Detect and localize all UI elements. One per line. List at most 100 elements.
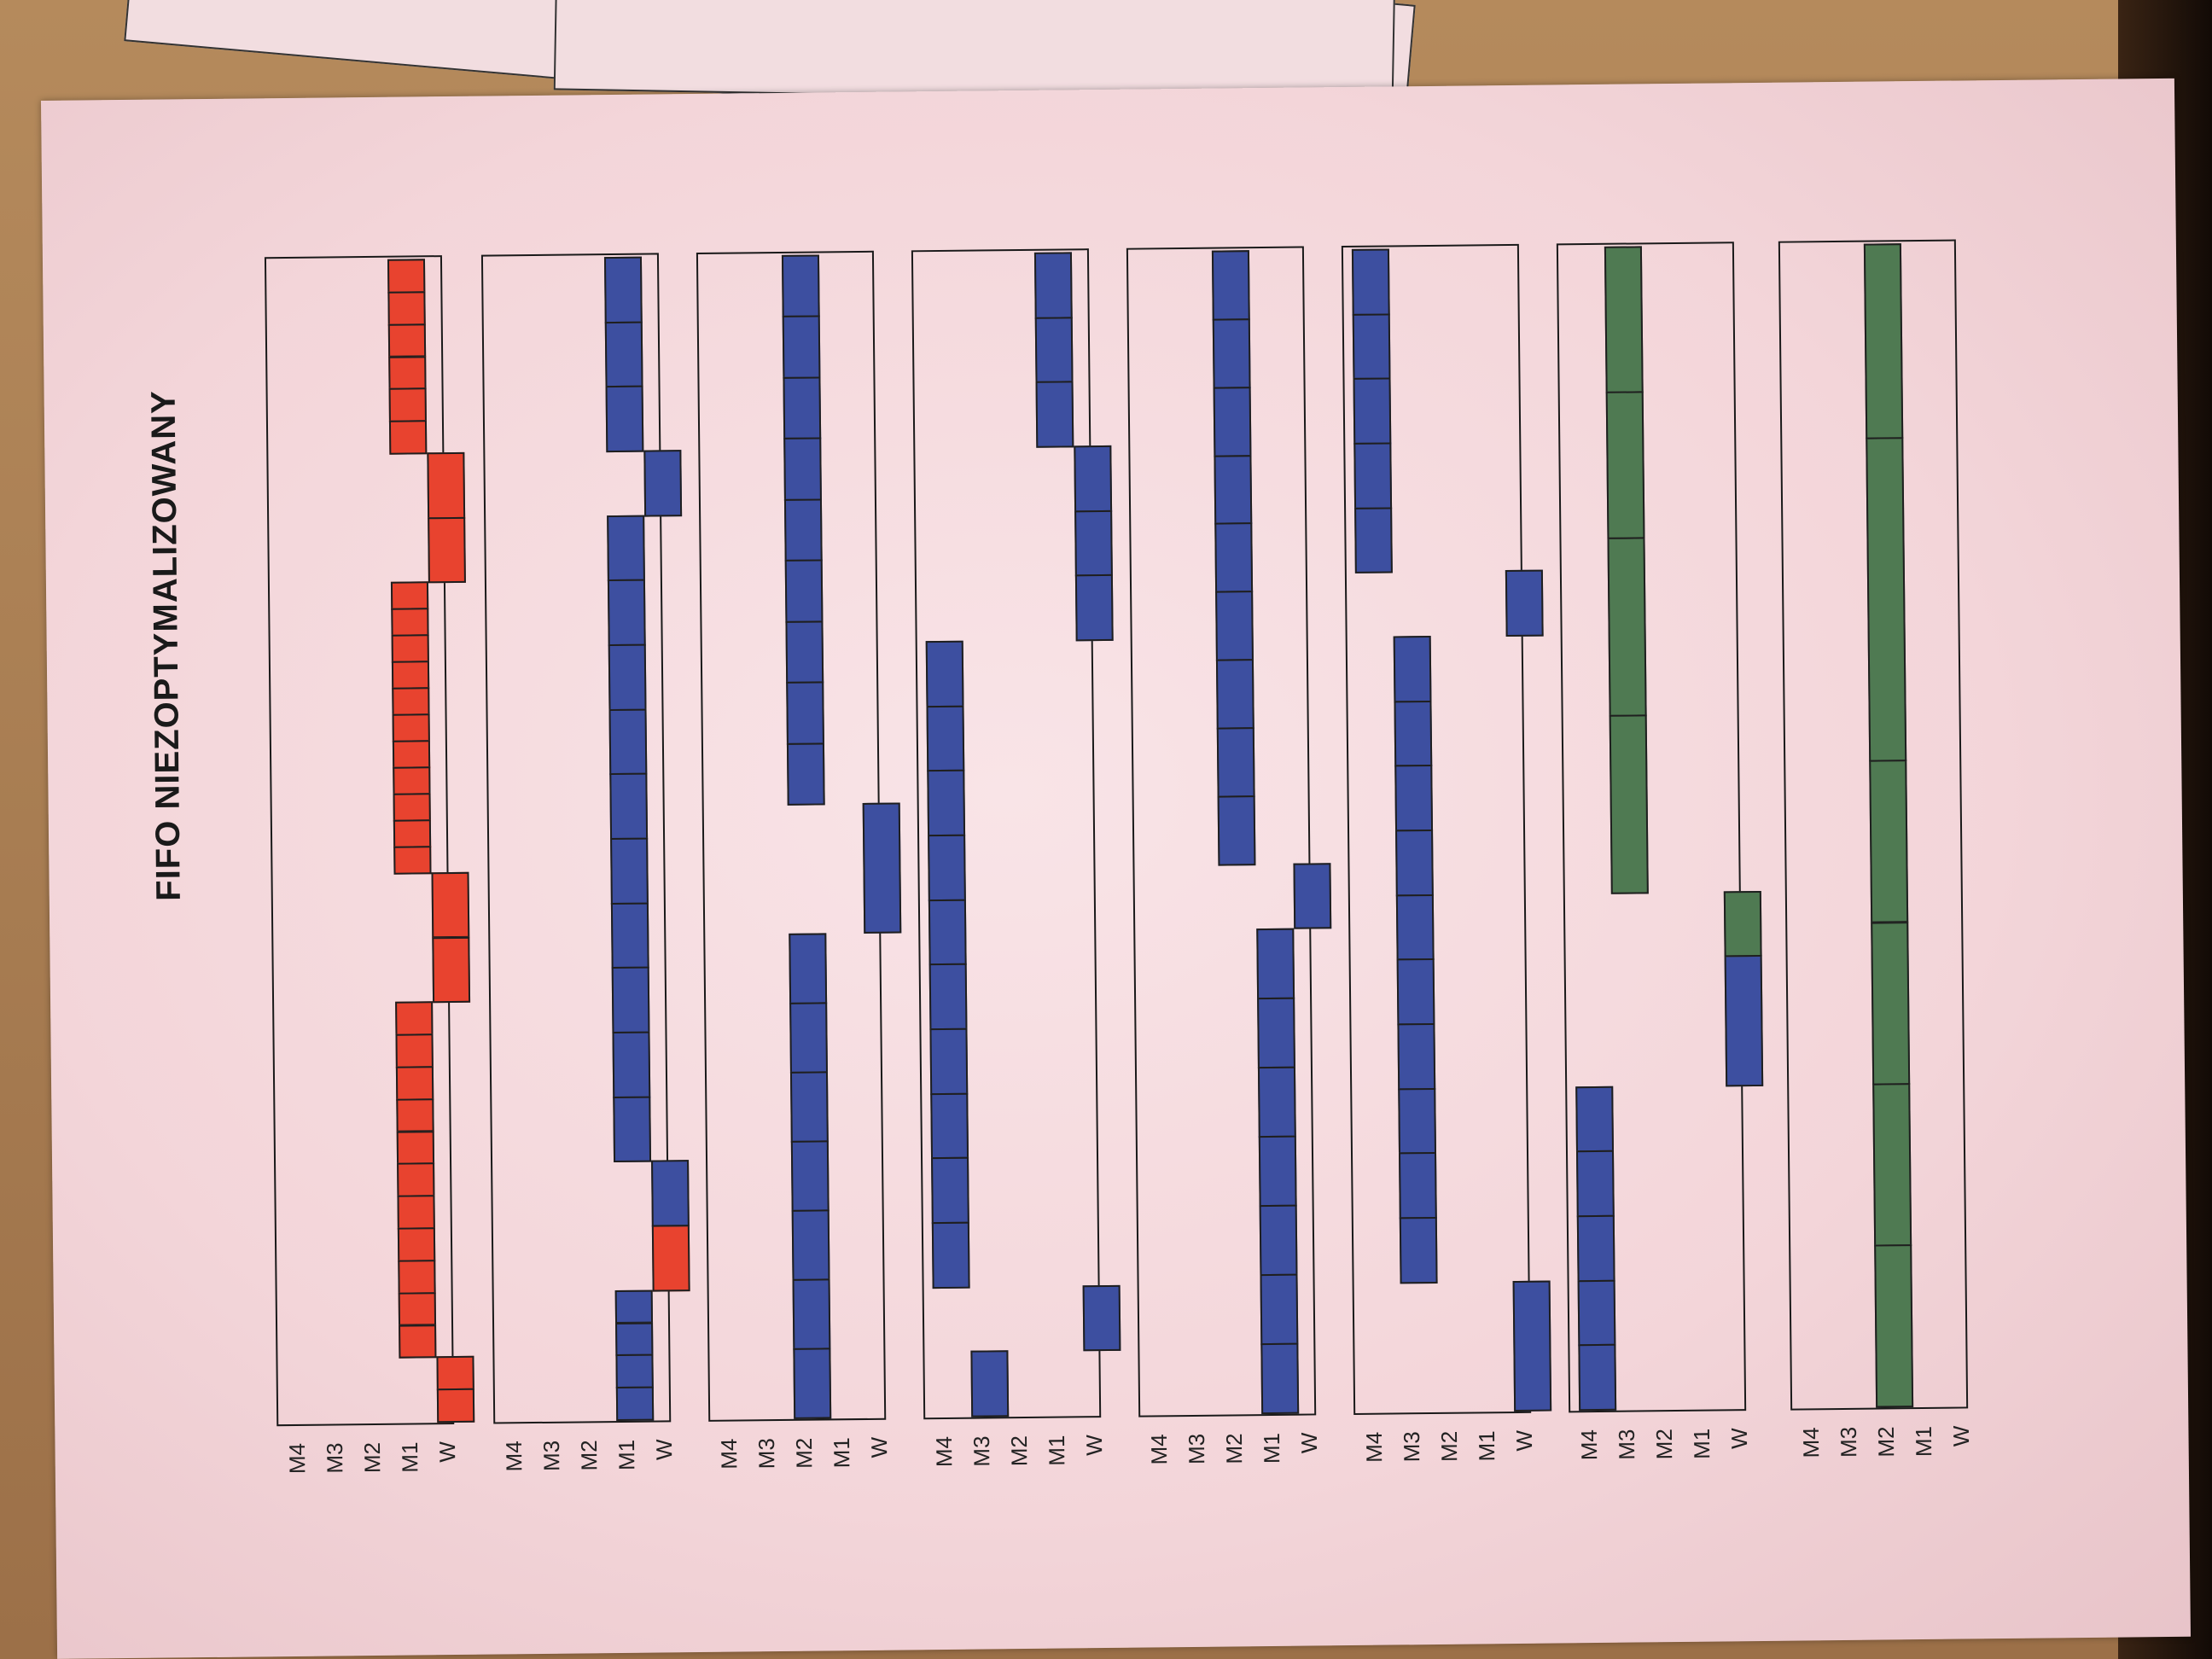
gantt-block-m1 [604, 321, 643, 388]
gantt-block-m1 [392, 713, 430, 742]
gantt-block-m1 [395, 1066, 434, 1101]
row-label-text: W [1080, 1435, 1108, 1456]
gantt-block-m1 [396, 1097, 434, 1133]
row-label-text: M2 [358, 1441, 386, 1474]
gantt-block-m2 [1216, 727, 1255, 798]
gantt-panel-6 [1341, 243, 1552, 1415]
gantt-block-m2 [782, 315, 821, 379]
gantt-block-m1 [609, 772, 649, 841]
gantt-block-w [1074, 509, 1113, 577]
row-label-text: M2 [1872, 1426, 1900, 1458]
gantt-block-m4 [1577, 1279, 1616, 1347]
gantt-block-m2 [1869, 760, 1909, 924]
gantt-block-m4 [1352, 313, 1391, 381]
gantt-block-m1 [392, 740, 431, 769]
gantt-block-m4 [931, 1157, 969, 1225]
gantt-block-m2 [786, 742, 825, 806]
gantt-panel-3 [696, 250, 902, 1422]
gantt-block-m2 [1874, 1243, 1914, 1408]
gantt-block-m1 [397, 1227, 436, 1262]
row-label-text: M3 [753, 1438, 780, 1470]
row-label-text: M3 [1398, 1431, 1425, 1463]
gantt-block-m4 [928, 899, 967, 966]
row-label-text: W [1947, 1425, 1975, 1447]
gantt-block-m4 [1575, 1150, 1615, 1218]
gantt-block-m1 [393, 819, 432, 848]
gantt-block-m3 [1398, 1087, 1437, 1155]
gantt-block-m2 [1215, 591, 1254, 661]
gantt-block-m1 [614, 1289, 654, 1324]
gantt-block-m1 [392, 687, 430, 716]
gantt-block-m2 [1217, 795, 1256, 866]
gantt-block-m2 [1214, 454, 1253, 526]
gantt-block-m1 [608, 643, 647, 711]
gantt-block-m1 [393, 766, 431, 795]
row-label-text: W [650, 1439, 678, 1461]
gantt-block-w [862, 802, 902, 934]
gantt-block-m3 [1396, 958, 1435, 1026]
gantt-panel-7 [1556, 242, 1764, 1413]
row-label-text: M2 [1650, 1429, 1678, 1460]
row-label-text: M2 [1435, 1430, 1463, 1463]
gantt-block-m1 [388, 355, 427, 391]
gantt-block-w [431, 871, 470, 939]
gantt-block-m2 [792, 1278, 831, 1350]
row-label-text: M1 [613, 1439, 640, 1471]
gantt-block-m1 [393, 793, 431, 822]
gantt-block-m1 [613, 1096, 652, 1163]
gantt-block-m4 [930, 1092, 969, 1160]
gantt-block-m2 [783, 376, 822, 440]
gantt-block-m2 [793, 1348, 832, 1419]
gantt-panel-4 [911, 248, 1121, 1420]
gantt-block-m3 [1395, 894, 1435, 961]
row-label-text: W [1726, 1428, 1753, 1449]
gantt-block-w [1074, 445, 1113, 513]
gantt-block-m3 [1394, 765, 1434, 832]
row-label-text: M3 [1613, 1429, 1640, 1460]
gantt-block-m4 [928, 834, 966, 901]
gantt-block-m2 [789, 932, 828, 1004]
gantt-block-w [1505, 569, 1544, 637]
gantt-block-m2 [785, 620, 824, 684]
gantt-block-m3 [1394, 700, 1433, 767]
gantt-block-m2 [791, 1209, 830, 1281]
gantt-block-m2 [783, 498, 823, 562]
gantt-block-m1 [607, 515, 645, 582]
page-title-text: FIFO NIEZOPTYMALIZOWANY [144, 390, 188, 901]
gantt-block-m4 [1354, 507, 1393, 574]
gantt-block-m1 [610, 837, 649, 905]
gantt-block-m4 [1353, 442, 1393, 509]
gantt-block-w [1723, 890, 1762, 958]
gantt-block-m1 [608, 708, 648, 776]
gantt-block-m1 [615, 1386, 655, 1422]
gantt-block-m4 [925, 640, 964, 707]
row-label-text: M1 [1910, 1425, 1937, 1458]
gantt-block-w [1293, 863, 1332, 930]
gantt-block-w [1074, 574, 1114, 642]
gantt-block-m1 [1035, 381, 1074, 448]
gantt-block-m1 [390, 581, 429, 611]
row-label-text: W [865, 1436, 893, 1458]
gantt-block-m4 [928, 963, 968, 1031]
gantt-block-m3 [970, 1350, 1010, 1417]
row-label-text: W [434, 1441, 461, 1463]
gantt-block-m1 [1034, 317, 1074, 384]
row-label-text: M3 [321, 1442, 348, 1474]
gantt-panel-5 [1126, 246, 1332, 1417]
gantt-panel-1 [264, 255, 475, 1427]
gantt-block-m3 [1395, 829, 1434, 897]
gantt-block-m3 [1398, 1152, 1437, 1220]
gantt-block-m4 [1578, 1344, 1617, 1412]
gantt-block-m1 [399, 1324, 437, 1359]
row-label-text: W [1511, 1429, 1538, 1452]
gantt-block-m1 [611, 966, 650, 1034]
gantt-block-m2 [790, 1140, 830, 1212]
row-label-text: M4 [715, 1438, 742, 1470]
gantt-block-w [427, 451, 466, 519]
gantt-block-m1 [387, 291, 426, 326]
gantt-block-m2 [783, 437, 822, 501]
row-label-text: M1 [828, 1437, 855, 1469]
gantt-block-m3 [1397, 1022, 1436, 1091]
gantt-block-m2 [786, 681, 824, 745]
